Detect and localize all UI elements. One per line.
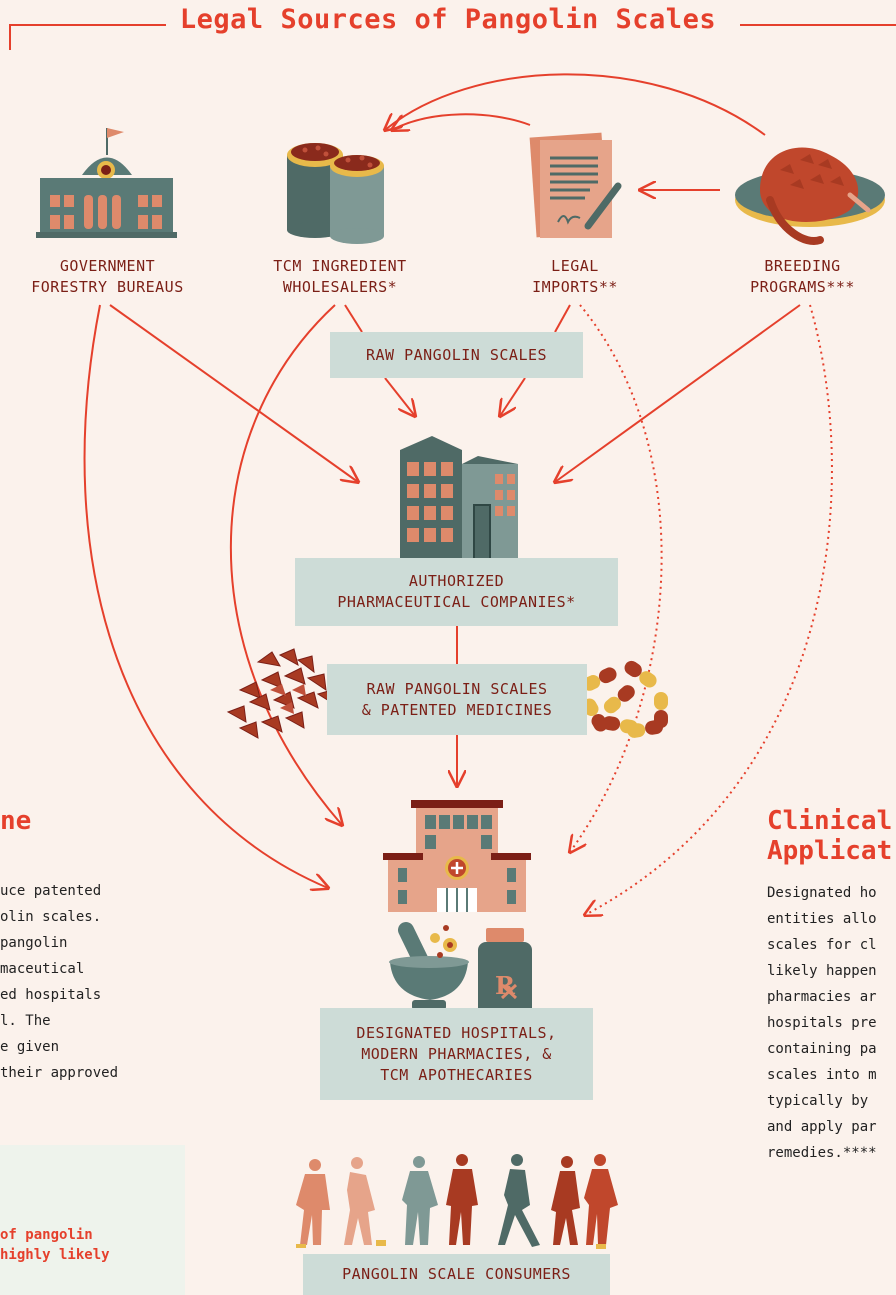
arrow-raw-to-pharma-left: [384, 377, 415, 416]
left-panel-text: uce patented olin scales. pangolin maceu…: [0, 883, 119, 1081]
right-panel-text: Designated ho entities allo scales for c…: [767, 885, 877, 1161]
arrow-breeding-to-tcm: [385, 73, 766, 136]
scale-barrels-icon: [287, 143, 384, 244]
person-silhouette: [296, 1159, 330, 1245]
arrow-gov-to-pharma: [109, 304, 358, 482]
arrow-breeding-to-pharma: [555, 304, 801, 482]
raw-and-patented-box: RAW PANGOLIN SCALES & PATENTED MEDICINES: [327, 664, 587, 735]
arrow-tcm-to-hospitals: [229, 304, 342, 825]
consumers-box: PANGOLIN SCALE CONSUMERS: [303, 1254, 610, 1295]
government-building-icon: [36, 128, 177, 238]
title-rule: [9, 24, 175, 50]
note-text: of pangolin highly likely: [0, 1227, 110, 1263]
person-silhouette: [551, 1156, 580, 1245]
capsules-icon: [582, 660, 668, 738]
pangolin-icon: [735, 147, 885, 245]
left-panel-heading: ne: [0, 806, 32, 836]
source-breeding-label: BREEDING PROGRAMS***: [750, 257, 855, 296]
note-box: of pangolin highly likely: [0, 1145, 185, 1295]
raw-scales-box: RAW PANGOLIN SCALES: [330, 332, 583, 378]
source-tcm-label: TCM INGREDIENT WHOLESALERS*: [273, 257, 407, 296]
people-silhouettes-icon: [296, 1154, 618, 1249]
person-silhouette: [498, 1154, 540, 1247]
arrow-gov-to-hospitals: [83, 304, 328, 888]
arrow-raw-to-pharma-right: [500, 377, 526, 416]
hospital-icon: [383, 800, 531, 912]
person-silhouette: [344, 1157, 375, 1245]
person-silhouette: [402, 1156, 438, 1245]
page-title: Legal Sources of Pangolin Scales: [0, 4, 896, 35]
hospitals-box: DESIGNATED HOSPITALS, MODERN PHARMACIES,…: [320, 1008, 593, 1100]
rx-bottle-icon: R: [478, 928, 532, 1016]
pangolin-scales-icon: [226, 648, 335, 739]
right-panel-heading: Clinical Applicat: [767, 806, 893, 866]
person-silhouette: [584, 1154, 618, 1245]
person-silhouette: [446, 1154, 478, 1245]
pharma-companies-box: AUTHORIZED PHARMACEUTICAL COMPANIES*: [295, 558, 618, 626]
source-imports-label: LEGAL IMPORTS**: [532, 257, 618, 296]
arrow-imports-to-tcm: [392, 113, 531, 130]
source-government-label: GOVERNMENT FORESTRY BUREAUS: [31, 257, 184, 296]
mortar-pestle-icon: [389, 922, 469, 1010]
arrow-imports-to-hospitals: [570, 304, 663, 852]
legal-document-icon: [529, 132, 622, 238]
office-building-icon: [400, 436, 518, 566]
